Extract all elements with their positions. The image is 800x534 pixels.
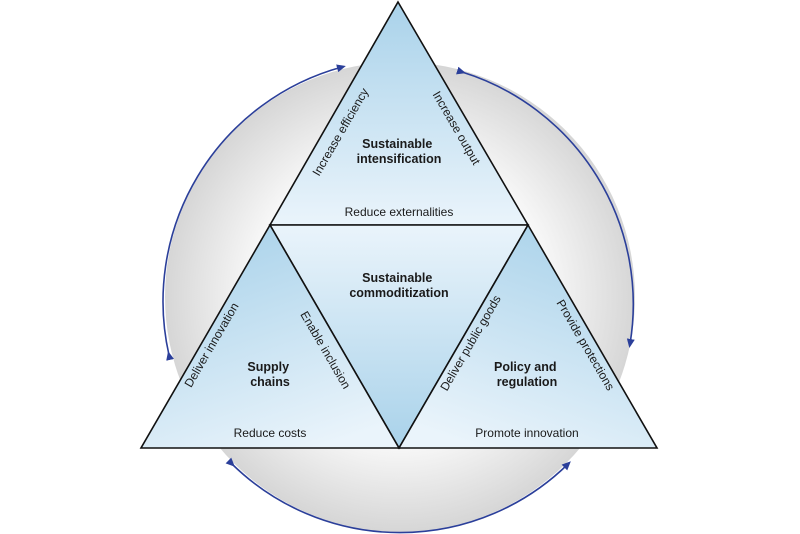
triangle-left bbox=[139, 223, 401, 449]
center-title: Sustainable commoditization bbox=[349, 271, 448, 300]
edge-label-reduce-costs: Reduce costs bbox=[234, 426, 307, 440]
cycle-arrow-bottom bbox=[225, 457, 571, 534]
edge-label-reduce-externalities: Reduce externalities bbox=[345, 205, 454, 219]
cycle-arrow-top-right bbox=[456, 66, 635, 348]
top-title: Sustainable intensification bbox=[357, 137, 442, 166]
left-title: Supply chains bbox=[247, 360, 292, 389]
right-title: Policy and regulation bbox=[494, 360, 560, 389]
cycle-arrows bbox=[162, 64, 635, 534]
triangles bbox=[139, 0, 659, 450]
triangle-right bbox=[397, 223, 659, 449]
cycle-arrow-top-left bbox=[162, 64, 346, 361]
edge-label-promote-innovation: Promote innovation bbox=[475, 426, 578, 440]
